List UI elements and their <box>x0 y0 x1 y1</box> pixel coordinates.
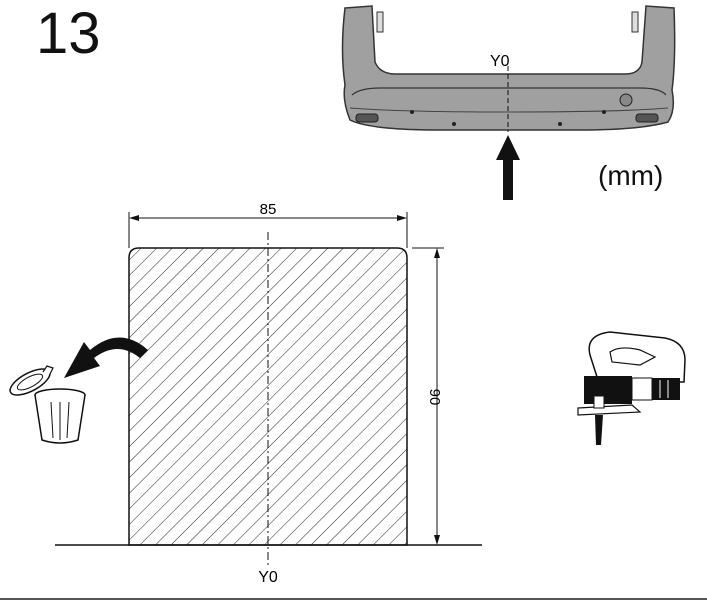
bottom-divider <box>0 598 707 600</box>
jigsaw-icon <box>577 331 686 445</box>
push-arrow-icon <box>496 135 520 200</box>
step-number: 13 <box>36 1 101 66</box>
cut-axis-label: Y0 <box>258 569 278 586</box>
rear-bumper-illustration <box>341 5 676 132</box>
discard-bin-icon <box>9 365 86 444</box>
width-dimension-label: 85 <box>260 201 277 218</box>
bumper-axis-label: Y0 <box>490 53 510 70</box>
height-dimension-label: 90 <box>426 389 443 406</box>
units-label: (mm) <box>598 160 664 191</box>
cut-area-diagram <box>55 212 482 565</box>
discard-arrow-icon <box>64 337 148 378</box>
